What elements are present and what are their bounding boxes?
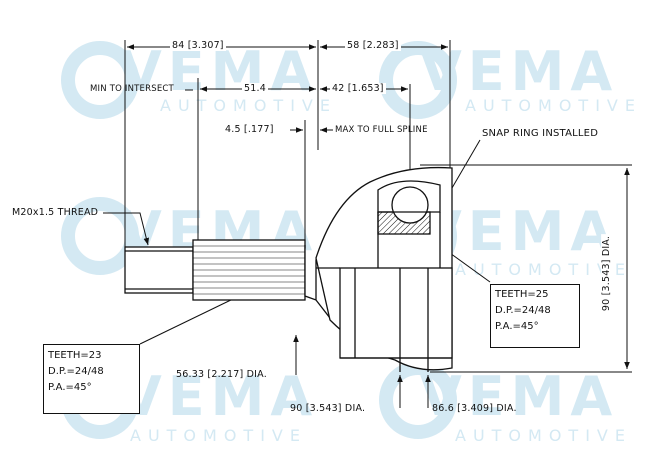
spline-texture xyxy=(193,245,305,295)
watermark-sub-bottom-right: AUTOMOTIVE xyxy=(455,426,632,445)
cv-joint-outline xyxy=(124,166,453,372)
thread-label: M20x1.5 THREAD xyxy=(12,207,99,218)
spec-right-pa: P.A.=45° xyxy=(495,321,539,332)
watermark-sub-bottom-left: AUTOMOTIVE xyxy=(130,426,307,445)
dim-right-inner: 42 [1.653] xyxy=(330,83,386,94)
ball xyxy=(391,186,429,224)
cage xyxy=(377,180,441,213)
spec-box-left: TEETH=23 D.P.=24/48 P.A.=45° xyxy=(43,344,140,414)
watermark-sub-mid-right: AUTOMOTIVE xyxy=(455,260,632,279)
snap-ring-label: SNAP RING INSTALLED xyxy=(482,128,599,139)
spec-right-dp: D.P.=24/48 xyxy=(495,305,551,316)
spec-left-pa: P.A.=45° xyxy=(48,382,92,393)
spec-right-teeth: TEETH=25 xyxy=(495,289,549,300)
max-to-full-spline-label: MAX TO FULL SPLINE xyxy=(335,125,428,135)
cup-dia-label: 86.6 [3.409] DIA. xyxy=(432,403,517,414)
body-dia-label: 90 [3.543] DIA. xyxy=(290,403,366,414)
spec-box-right: TEETH=25 D.P.=24/48 P.A.=45° xyxy=(490,284,580,348)
min-to-intersect-label: MIN TO INTERSECT xyxy=(90,84,174,94)
watermark-brand-bottom-left: VEMA xyxy=(120,365,319,428)
spec-left-teeth: TEETH=23 xyxy=(48,350,102,361)
dim-overall-right: 58 [2.283] xyxy=(345,40,401,51)
max-to-full-spline-value: 4.5 [.177] xyxy=(225,124,274,135)
dim-overall-left: 84 [3.307] xyxy=(170,40,226,51)
vertical-dia-label: 90 [3.543] DIA. xyxy=(601,233,613,314)
cup-front-face xyxy=(339,267,453,359)
spec-left-dp: D.P.=24/48 xyxy=(48,366,104,377)
min-to-intersect-value: 51.4 xyxy=(242,83,268,94)
watermark-sub-top-left: AUTOMOTIVE xyxy=(160,96,337,115)
thread-stub xyxy=(124,246,194,294)
shaft-dia-label: 56.33 [2.217] DIA. xyxy=(176,369,267,380)
watermark-sub-top-right: AUTOMOTIVE xyxy=(465,96,642,115)
